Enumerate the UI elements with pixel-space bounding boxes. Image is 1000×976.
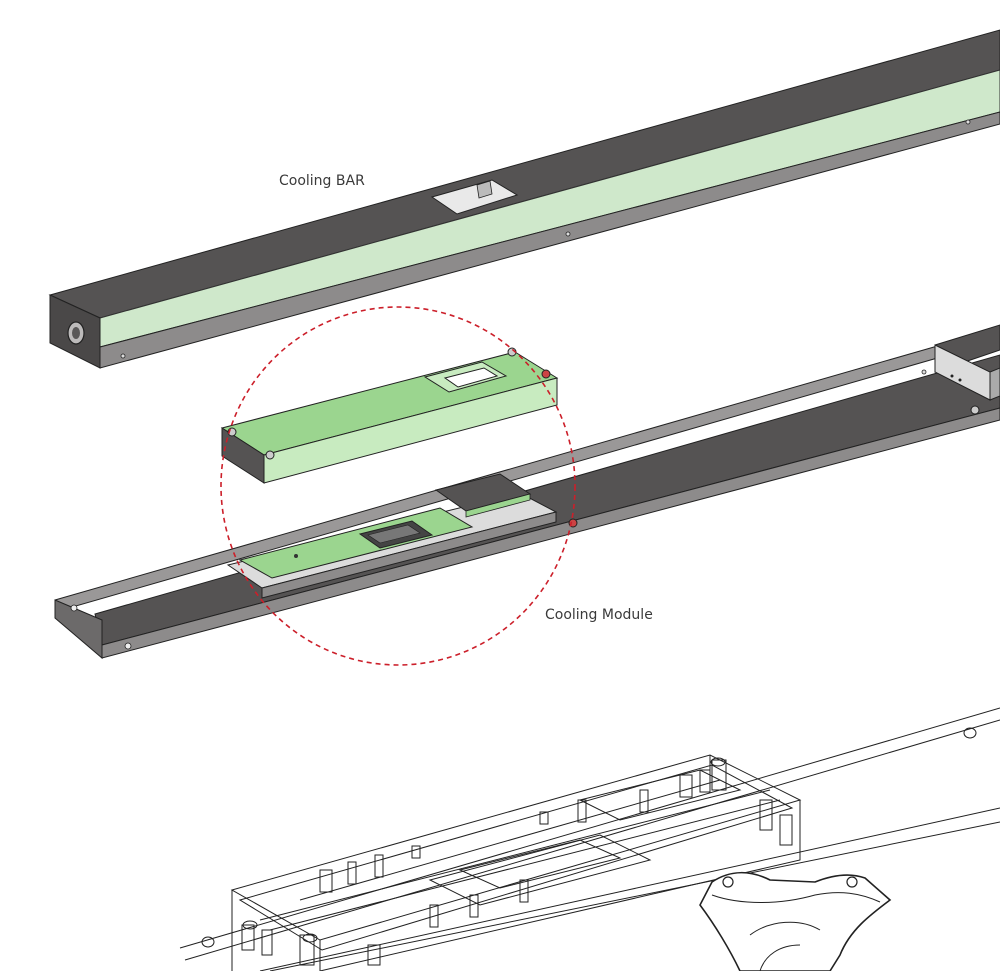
screw-hole — [70, 604, 78, 612]
cooling-bar-top-face — [48, 29, 1000, 319]
highlight-circle — [220, 306, 576, 666]
mounting-channel — [54, 324, 1000, 660]
screw-hole — [565, 231, 571, 237]
cooling-bar-green-strip — [99, 69, 1000, 348]
module-screw — [265, 450, 275, 460]
screw-hole — [124, 642, 132, 650]
screw-hole — [120, 353, 126, 359]
upper-cooling-module — [220, 347, 559, 484]
cooling-bar-end-hole-inner — [72, 327, 80, 339]
lower-cooling-module — [226, 473, 578, 599]
cooling-bar — [48, 29, 1000, 369]
screw-hole — [921, 369, 927, 375]
cooling-bar-label: Cooling BAR — [279, 173, 365, 189]
upper-module-side — [221, 427, 265, 484]
channel-end-flange — [54, 599, 103, 660]
channel-right-block — [934, 324, 1000, 415]
module-screw — [541, 369, 551, 379]
wireframe-housing-detail — [179, 707, 1000, 971]
screw-hole — [965, 119, 971, 125]
cooling-bar-bottom-edge — [99, 111, 1000, 369]
cooling-module-label: Cooling Module — [545, 607, 653, 623]
cooling-bar-opening-inner — [476, 180, 493, 199]
air-duct-part — [699, 871, 892, 971]
cooling-bar-opening — [430, 179, 519, 215]
